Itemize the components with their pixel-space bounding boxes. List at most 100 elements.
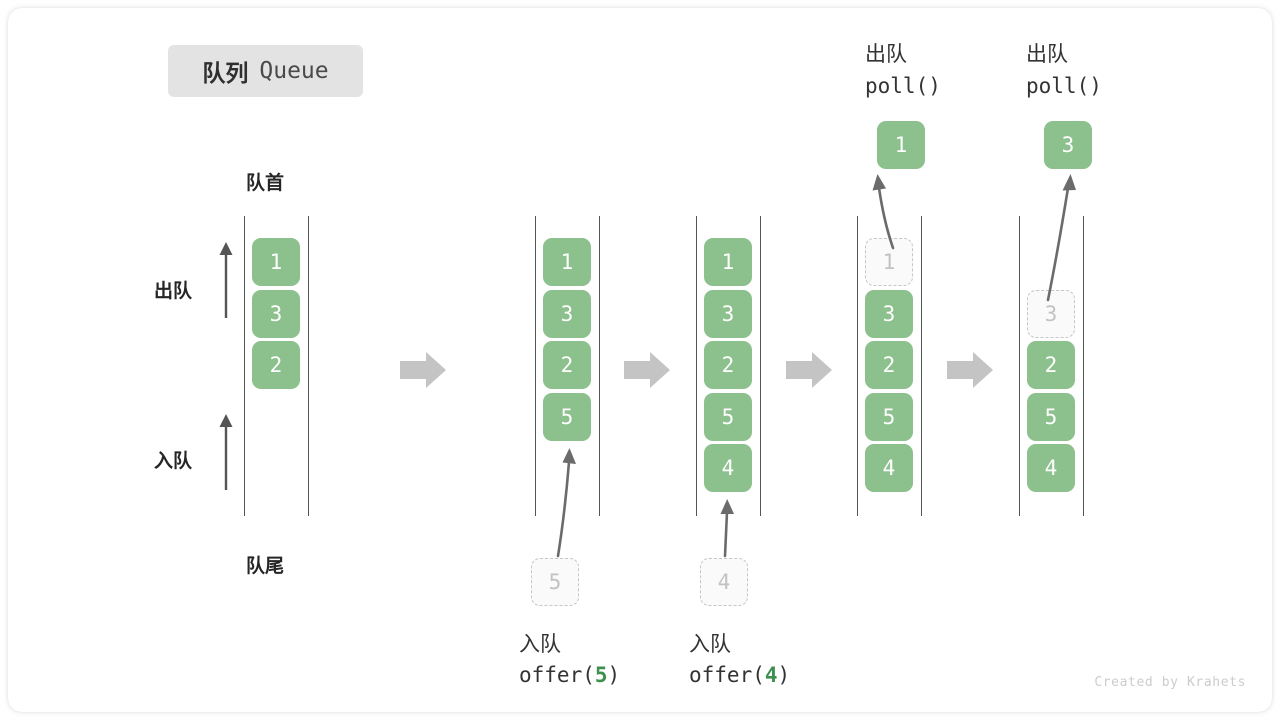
queue-cell: 4 xyxy=(704,444,752,492)
enqueue-side-label: 入队 xyxy=(154,451,193,472)
queue-state-3: 1 3 2 5 4 xyxy=(857,216,923,516)
queue-cell-value: 5 xyxy=(560,404,574,429)
poll-2-code-post: ) xyxy=(1089,74,1102,98)
queue-cell-value: 4 xyxy=(1044,456,1058,480)
queue-cell-value: 3 xyxy=(560,301,574,326)
poll-1-label-code: poll() xyxy=(865,74,941,98)
queue-right-rail xyxy=(308,216,309,516)
queue-cell-value: 5 xyxy=(721,404,735,429)
queue-left-rail xyxy=(1019,216,1020,516)
queue-left-rail xyxy=(244,216,245,516)
queue-cell-value: 3 xyxy=(882,301,896,326)
queue-cell: 2 xyxy=(543,341,591,389)
poll-2-code-pre: poll( xyxy=(1026,74,1090,98)
poll-1-code-post: ) xyxy=(928,74,941,98)
flow-arrow-2 xyxy=(624,352,670,388)
queue-cell-value: 3 xyxy=(269,301,283,326)
queue-cell: 4 xyxy=(1027,444,1075,492)
popped-cell-1-value: 1 xyxy=(894,133,908,157)
poll-2-arrow xyxy=(1046,174,1076,302)
offer-4-code-pre: offer( xyxy=(689,663,765,687)
queue-cell-value: 3 xyxy=(721,301,735,326)
diagram-canvas: 队列 Queue 队首 队尾 出队 入队 1 3 2 1 3 2 5 1 3 2 5 4 1 3 2 5… xyxy=(8,8,1272,712)
queue-right-rail xyxy=(760,216,761,516)
dequeue-side-label: 出队 xyxy=(154,281,193,302)
offer-4-code-post: ) xyxy=(777,663,791,687)
queue-state-4: 3 2 5 4 xyxy=(1019,216,1085,516)
queue-cell-value: 4 xyxy=(882,456,896,480)
rear-label: 队尾 xyxy=(246,556,285,577)
queue-left-rail xyxy=(857,216,858,516)
poll-1-label-cn: 出队 xyxy=(865,43,907,66)
offer-4-code-arg: 4 xyxy=(764,663,778,687)
pending-cell-5: 5 xyxy=(531,558,579,606)
queue-cell: 3 xyxy=(704,289,752,338)
queue-cell: 4 xyxy=(865,444,913,492)
queue-right-rail xyxy=(599,216,600,516)
queue-cell: 1 xyxy=(704,238,752,286)
diagram-title-en: Queue xyxy=(259,58,329,84)
queue-state-2: 1 3 2 5 4 xyxy=(696,216,762,516)
queue-cell-value: 1 xyxy=(269,250,283,274)
queue-cell-value: 2 xyxy=(560,353,574,377)
offer-5-arrow xyxy=(556,448,576,558)
queue-cell: 1 xyxy=(543,238,591,286)
queue-cell: 3 xyxy=(543,289,591,338)
queue-state-0: 1 3 2 xyxy=(244,216,310,516)
queue-cell-value: 5 xyxy=(882,404,896,429)
queue-cell-value: 2 xyxy=(1044,353,1058,377)
queue-cell: 5 xyxy=(543,392,591,441)
offer-4-label-code: offer(4) xyxy=(689,663,790,687)
queue-cell-value: 1 xyxy=(560,250,574,274)
dequeue-direction-arrow xyxy=(219,242,233,318)
queue-cell: 3 xyxy=(865,289,913,338)
flow-arrow-3 xyxy=(786,352,832,388)
queue-cell: 5 xyxy=(1027,392,1075,441)
queue-cell-value: 2 xyxy=(721,353,735,377)
enqueue-direction-arrow xyxy=(219,414,233,490)
offer-5-code-post: ) xyxy=(607,663,621,687)
queue-cell: 1 xyxy=(252,238,300,286)
queue-cell: 5 xyxy=(704,392,752,441)
watermark: Created by Krahets xyxy=(1094,675,1246,690)
poll-2-label-code: poll() xyxy=(1026,74,1102,98)
offer-5-label-cn: 入队 xyxy=(519,633,561,656)
queue-cell-value: 2 xyxy=(269,353,283,377)
queue-cell: 3 xyxy=(252,289,300,338)
popped-cell-3: 3 xyxy=(1044,121,1092,169)
popped-cell-1: 1 xyxy=(877,121,925,169)
poll-2-label-cn: 出队 xyxy=(1026,43,1068,66)
pending-cell-4-value: 4 xyxy=(717,570,731,594)
queue-cell-value: 3 xyxy=(1044,301,1058,326)
flow-arrow-1 xyxy=(400,352,446,388)
offer-5-code-pre: offer( xyxy=(519,663,595,687)
queue-state-1: 1 3 2 5 xyxy=(535,216,601,516)
queue-cell: 5 xyxy=(865,392,913,441)
queue-cell: 1 xyxy=(865,238,913,286)
poll-1-code-pre: poll( xyxy=(865,74,929,98)
offer-5-label-code: offer(5) xyxy=(519,663,620,687)
queue-right-rail xyxy=(921,216,922,516)
front-label: 队首 xyxy=(246,173,285,194)
diagram-title-cn: 队列 xyxy=(202,60,249,86)
queue-left-rail xyxy=(696,216,697,516)
queue-cell-value: 5 xyxy=(1044,404,1058,429)
queue-left-rail xyxy=(535,216,536,516)
queue-cell: 2 xyxy=(704,341,752,389)
queue-cell-value: 1 xyxy=(882,250,896,274)
queue-cell: 2 xyxy=(252,341,300,389)
queue-cell-value: 1 xyxy=(721,250,735,274)
queue-cell: 2 xyxy=(1027,341,1075,389)
queue-cell-value: 2 xyxy=(882,353,896,377)
diagram-title: 队列 Queue xyxy=(168,45,363,97)
poll-1-arrow xyxy=(872,174,895,250)
queue-right-rail xyxy=(1083,216,1084,516)
offer-5-code-arg: 5 xyxy=(594,663,608,687)
queue-cell: 2 xyxy=(865,341,913,389)
pending-cell-5-value: 5 xyxy=(548,570,562,594)
offer-4-arrow xyxy=(720,499,734,558)
queue-cell-value: 4 xyxy=(721,456,735,480)
offer-4-label-cn: 入队 xyxy=(689,633,731,656)
pending-cell-4: 4 xyxy=(700,558,748,606)
flow-arrow-4 xyxy=(947,352,993,388)
